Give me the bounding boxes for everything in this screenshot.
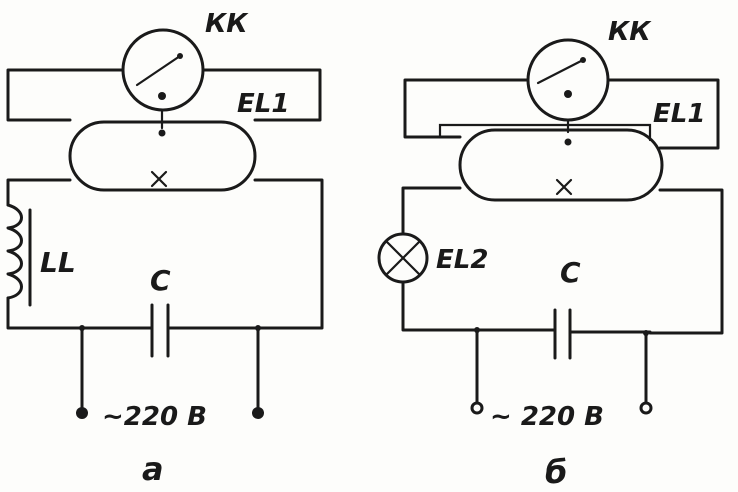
capacitor-c-a: [138, 303, 267, 358]
label-kk-b: КК: [608, 17, 652, 47]
wire-a-starter-right: [201, 68, 322, 122]
label-kk-a: КК: [205, 9, 249, 39]
wire-a-left-top: [6, 178, 72, 207]
capacitor-c-b: [553, 308, 652, 360]
label-el1-a: EL1: [237, 89, 289, 119]
circuit-a: КК EL1 LL C ~220 В а: [6, 9, 324, 488]
wire-b-left-bottom: [401, 280, 557, 332]
label-c-a: C: [150, 264, 171, 297]
wire-a-starter-left: [6, 68, 125, 122]
terminal-b-right: [639, 401, 653, 415]
circuit-b: КК EL1 EL2 C ~ 220 В б: [377, 17, 724, 491]
wire-b-right: [648, 188, 724, 335]
lamp-el2: [377, 232, 429, 284]
label-supply-b: ~ 220 В: [490, 402, 604, 432]
wire-b-starter-right: [606, 78, 720, 150]
starter-kk-a: [121, 28, 205, 112]
wire-b-bypass: [438, 123, 652, 142]
label-supply-a: ~220 В: [102, 402, 207, 432]
starter-kk-b: [526, 38, 610, 122]
caption-a: а: [142, 450, 164, 488]
wire-b-left-top: [401, 186, 462, 236]
terminal-a-left: [76, 407, 88, 419]
label-ll: LL: [40, 246, 76, 279]
choke-ll-coil: [6, 203, 23, 300]
lamp-el1-b: [458, 128, 664, 202]
terminal-a-right: [252, 407, 264, 419]
label-el2: EL2: [436, 245, 488, 275]
terminal-b-left: [470, 401, 484, 415]
wire-a-right: [253, 178, 324, 330]
label-c-b: C: [560, 256, 581, 289]
wire-b-starter-left: [403, 78, 530, 139]
caption-b: б: [545, 453, 567, 491]
wire-a-left-bottom: [6, 296, 142, 330]
lamp-el1-a: [68, 120, 257, 192]
label-el1-b: EL1: [653, 99, 705, 129]
